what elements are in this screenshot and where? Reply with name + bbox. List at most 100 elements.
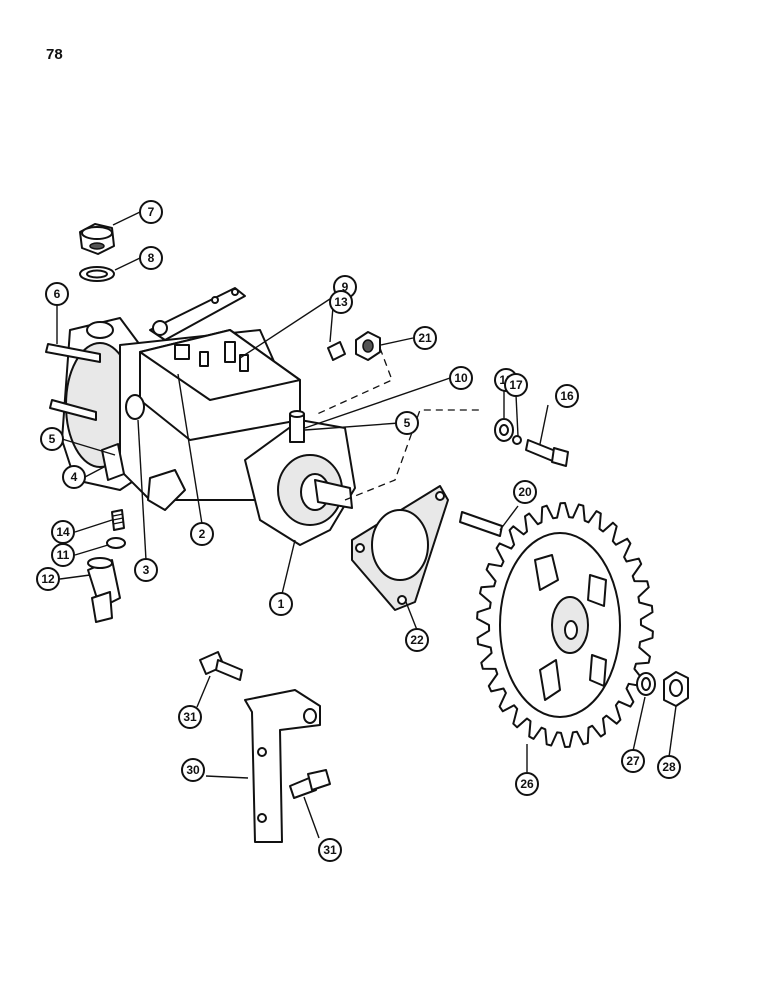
callout-circle: [40, 427, 64, 451]
callout-label: 17: [509, 378, 523, 392]
callout-21: 21: [413, 326, 437, 350]
callout-label: 4: [71, 470, 78, 484]
callout-27: 27: [621, 749, 645, 773]
gear-nut-part: [663, 671, 689, 707]
lock-plate-part: [494, 418, 514, 442]
callout-circle: [395, 411, 419, 435]
callout-circle: [45, 282, 69, 306]
page-number: 78: [46, 46, 63, 63]
callout-circle: [621, 749, 645, 773]
callout-circle: [134, 558, 158, 582]
callout-label: 16: [560, 389, 574, 403]
callout-label: 1: [278, 597, 285, 611]
assembly-dashed-line-gear: [344, 409, 480, 501]
callout-label: 21: [418, 331, 432, 345]
callout-30: 30: [181, 758, 205, 782]
callout-label: 8: [148, 251, 155, 265]
spring-part: [111, 509, 125, 531]
callout-label: 11: [57, 548, 70, 562]
callout-circle: [190, 522, 214, 546]
callout-14: 14: [51, 520, 75, 544]
callout-6: 6: [45, 282, 69, 306]
callout-label: 12: [41, 572, 55, 586]
callout-20: 20: [513, 480, 537, 504]
callout-5: 5: [395, 411, 419, 435]
support-bracket-part: [244, 689, 321, 843]
callout-circle: [36, 567, 60, 591]
callout-circle: [449, 366, 473, 390]
callout-28: 28: [657, 755, 681, 779]
callout-5: 5: [40, 427, 64, 451]
callout-8: 8: [139, 246, 163, 270]
callout-circle: [269, 592, 293, 616]
callout-label: 6: [54, 287, 61, 301]
gear-stud-part: [459, 511, 503, 537]
callout-label: 14: [56, 525, 70, 539]
callout-circle: [657, 755, 681, 779]
callout-11: 11: [51, 543, 75, 567]
callout-circle: [405, 628, 429, 652]
callout-31: 31: [178, 705, 202, 729]
callout-label: 9: [342, 280, 349, 294]
callout-label: 28: [662, 760, 676, 774]
callout-label: 31: [323, 843, 337, 857]
small-washer-part: [106, 537, 126, 549]
callout-label: 31: [183, 710, 197, 724]
callout-circle: [181, 758, 205, 782]
stud-parts: [45, 343, 101, 421]
callout-label: 20: [518, 485, 532, 499]
callout-circle: [139, 246, 163, 270]
callout-label: 26: [520, 777, 534, 791]
assembly-dashed-line: [314, 347, 393, 416]
callout-label: 22: [410, 633, 424, 647]
callout-label: 7: [148, 205, 155, 219]
callout-1: 1: [269, 592, 293, 616]
callout-circle: [504, 373, 528, 397]
callout-13: 13: [329, 290, 353, 314]
shaft-nut-part: [355, 331, 381, 361]
callout-17: 17: [504, 373, 528, 397]
callout-label: 3: [143, 563, 150, 577]
callout-circle: [51, 543, 75, 567]
callout-layer: 7869132110181716554141112321222026272831…: [36, 200, 681, 862]
callout-circle: [318, 838, 342, 862]
callout-label: 5: [49, 432, 56, 446]
bolt-part: [525, 439, 569, 467]
callout-circle: [555, 384, 579, 408]
gasket-part: [351, 485, 449, 611]
callout-label: 2: [199, 527, 206, 541]
callout-7: 7: [139, 200, 163, 224]
callout-12: 12: [36, 567, 60, 591]
callout-26: 26: [515, 772, 539, 796]
callout-circle: [329, 290, 353, 314]
callout-circle: [62, 465, 86, 489]
pump-body-part: [61, 287, 356, 546]
bracket-bolt-upper-part: [199, 651, 243, 681]
callout-22: 22: [405, 628, 429, 652]
callout-10: 10: [449, 366, 473, 390]
callout-label: 5: [404, 416, 411, 430]
callout-label: 13: [334, 295, 348, 309]
callout-circle: [413, 326, 437, 350]
callout-4: 4: [62, 465, 86, 489]
o-ring-part: [512, 435, 522, 445]
callout-label: 30: [186, 763, 200, 777]
washer-part: [79, 266, 115, 282]
leader-lines: [56, 211, 677, 839]
lockwasher-part: [636, 672, 656, 696]
callout-31: 31: [318, 838, 342, 862]
callout-circle: [139, 200, 163, 224]
callout-label: 27: [626, 754, 640, 768]
injector-fitting-part: [87, 557, 121, 623]
bracket-bolt-lower-part: [289, 769, 331, 799]
callout-label: 10: [454, 371, 468, 385]
fitting-nut-part: [79, 223, 115, 255]
callout-circle: [513, 480, 537, 504]
drive-gear-part: [476, 502, 654, 748]
callout-circle: [178, 705, 202, 729]
key-part: [327, 341, 346, 361]
callout-3: 3: [134, 558, 158, 582]
callout-circle: [515, 772, 539, 796]
callout-2: 2: [190, 522, 214, 546]
